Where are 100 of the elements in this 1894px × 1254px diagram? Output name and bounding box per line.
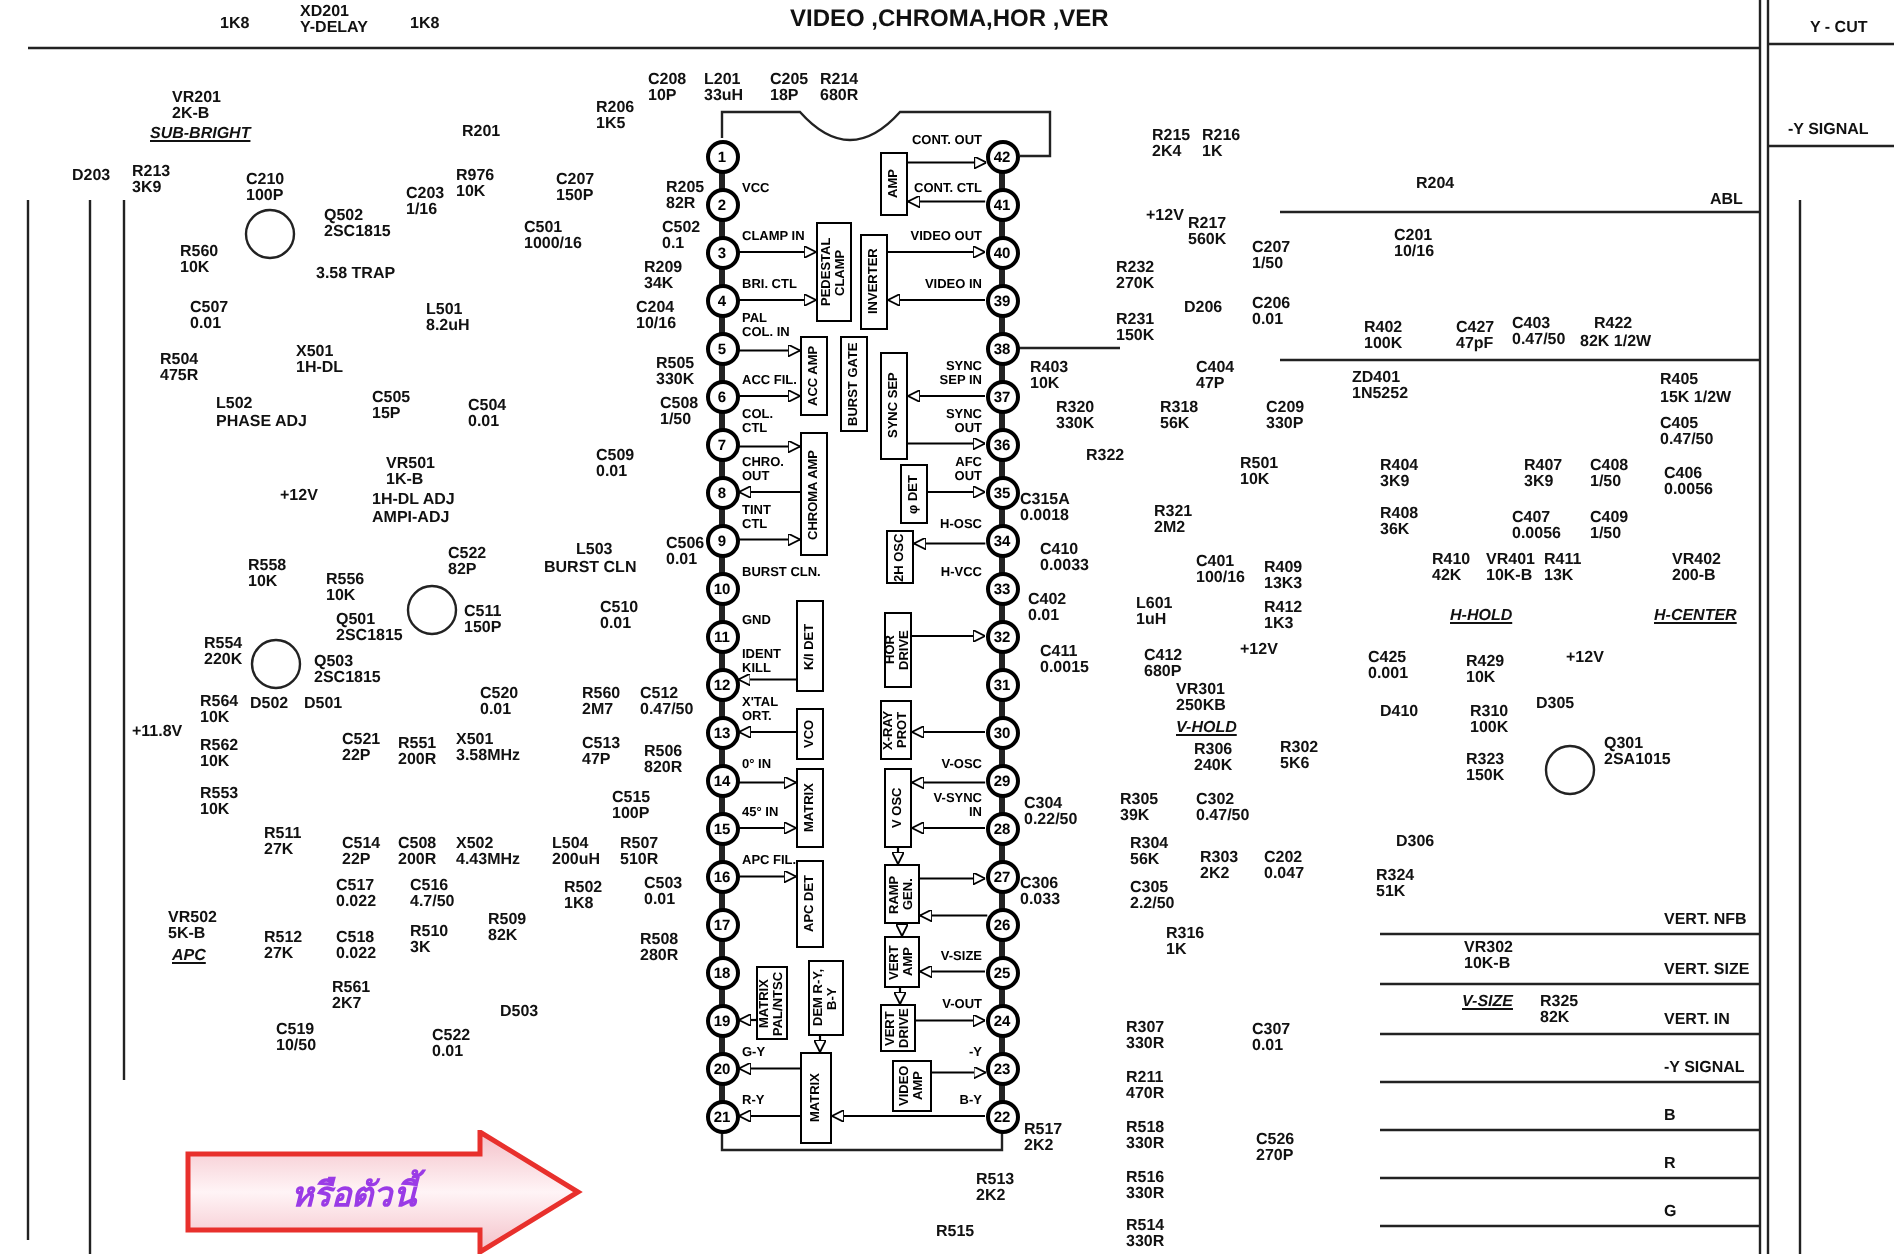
supply-voltage-label: +11.8V bbox=[132, 724, 183, 741]
component-label: R320 330K bbox=[1056, 400, 1095, 434]
component-label: Q301 2SA1015 bbox=[1604, 736, 1671, 770]
component-label: R232 270K bbox=[1116, 260, 1155, 294]
component-label: R412 1K3 bbox=[1264, 600, 1303, 634]
component-label: R514 330R bbox=[1126, 1218, 1165, 1252]
component-label: R553 10K bbox=[200, 786, 239, 820]
component-label: 1K8 bbox=[220, 16, 250, 33]
component-label: C205 18P bbox=[770, 72, 809, 106]
component-label: R410 42K bbox=[1432, 552, 1471, 586]
control-name-label: V-HOLD bbox=[1176, 720, 1237, 737]
component-label: C401 100/16 bbox=[1196, 554, 1245, 588]
component-label: C513 47P bbox=[582, 736, 621, 770]
component-label: R215 2K4 bbox=[1152, 128, 1191, 162]
component-label: R404 3K9 bbox=[1380, 458, 1419, 492]
component-label: VR502 5K-B bbox=[168, 910, 217, 944]
component-label: D503 bbox=[500, 1004, 539, 1021]
signal-arrow bbox=[932, 1065, 987, 1080]
signal-arrow bbox=[907, 389, 985, 403]
component-label: C509 0.01 bbox=[596, 448, 635, 482]
component-label: D305 bbox=[1536, 696, 1575, 713]
component-label: R318 56K bbox=[1160, 400, 1199, 434]
component-label: C508 200R bbox=[398, 836, 437, 870]
component-label: R322 bbox=[1086, 448, 1125, 465]
component-label: C522 0.01 bbox=[432, 1028, 471, 1062]
signal-arrow bbox=[916, 1013, 986, 1028]
component-label: R304 56K bbox=[1130, 836, 1169, 870]
signal-arrow bbox=[911, 775, 986, 790]
component-label: L201 33uH bbox=[704, 72, 744, 106]
component-label: R562 10K bbox=[200, 738, 239, 772]
signal-label: PHASE ADJ bbox=[216, 414, 307, 431]
component-label: C508 1/50 bbox=[660, 396, 699, 430]
component-label: R556 10K bbox=[326, 572, 365, 606]
signal-arrow bbox=[738, 485, 800, 499]
signal-arrow bbox=[738, 775, 797, 790]
callout-arrow bbox=[184, 1130, 584, 1254]
signal-label: R bbox=[1664, 1156, 1676, 1173]
component-label: C503 0.01 bbox=[644, 876, 683, 910]
component-label: R429 10K bbox=[1466, 654, 1505, 688]
component-label: R323 150K bbox=[1466, 752, 1505, 786]
callout-text: หรือตัวนี้ bbox=[224, 1166, 484, 1220]
signal-label: AMPI-ADJ bbox=[372, 510, 450, 527]
component-label: R231 150K bbox=[1116, 312, 1155, 346]
signal-arrow bbox=[831, 1109, 985, 1123]
component-label: R213 3K9 bbox=[132, 164, 171, 198]
component-label: R422 bbox=[1594, 316, 1633, 333]
signal-label: Y - CUT bbox=[1810, 20, 1868, 37]
component-label: R310 100K bbox=[1470, 704, 1509, 738]
component-label: X501 1H-DL bbox=[296, 344, 344, 378]
component-label: R517 2K2 bbox=[1024, 1122, 1063, 1156]
component-label: C307 0.01 bbox=[1252, 1022, 1291, 1056]
component-label: X502 4.43MHz bbox=[456, 836, 521, 870]
supply-voltage-label: +12V bbox=[1146, 208, 1184, 225]
component-label: R206 1K5 bbox=[596, 100, 635, 134]
component-label: VR201 2K-B bbox=[172, 90, 221, 124]
component-label: C425 0.001 bbox=[1368, 650, 1409, 684]
component-label: R409 13K3 bbox=[1264, 560, 1303, 594]
component-label: VR301 250KB bbox=[1176, 682, 1226, 716]
component-label: C521 22P bbox=[342, 732, 381, 766]
component-label: R403 10K bbox=[1030, 360, 1069, 394]
component-label: C412 680P bbox=[1144, 648, 1183, 682]
component-label: C519 10/50 bbox=[276, 1022, 317, 1056]
component-label: VR302 10K-B bbox=[1464, 940, 1513, 974]
component-label: C209 330P bbox=[1266, 400, 1305, 434]
component-label: R554 220K bbox=[204, 636, 243, 670]
component-label: R217 560K bbox=[1188, 216, 1227, 250]
component-label: C304 0.22/50 bbox=[1024, 796, 1078, 830]
component-label: C511 150P bbox=[464, 604, 502, 638]
component-label: R560 2M7 bbox=[582, 686, 621, 720]
component-label: R516 330R bbox=[1126, 1170, 1165, 1204]
component-label: R302 5K6 bbox=[1280, 740, 1319, 774]
component-label: C512 0.47/50 bbox=[640, 686, 694, 720]
component-label: D203 bbox=[72, 168, 111, 185]
component-label: R306 240K bbox=[1194, 742, 1233, 776]
component-label: R405 bbox=[1660, 372, 1699, 389]
component-label: R502 1K8 bbox=[564, 880, 603, 914]
component-label: C405 0.47/50 bbox=[1660, 416, 1714, 450]
signal-label: G bbox=[1664, 1204, 1677, 1221]
signal-arrow bbox=[912, 629, 986, 643]
signal-arrow bbox=[908, 436, 986, 451]
component-label: R201 bbox=[462, 124, 501, 141]
component-label: R976 10K bbox=[456, 168, 495, 202]
signal-arrow bbox=[738, 343, 801, 358]
signal-arrow bbox=[919, 908, 988, 923]
component-label: R321 2M2 bbox=[1154, 504, 1193, 538]
component-label: R209 34K bbox=[644, 260, 683, 294]
signal-arrow bbox=[920, 871, 987, 886]
control-name-label: APC bbox=[172, 948, 206, 965]
component-label: R411 13K bbox=[1544, 552, 1582, 586]
component-label: X501 3.58MHz bbox=[456, 732, 521, 766]
component-label: R205 82R bbox=[666, 180, 705, 214]
component-label: C210 100P bbox=[246, 172, 285, 206]
signal-label: -Y SIGNAL bbox=[1664, 1060, 1745, 1077]
supply-voltage-label: +12V bbox=[1240, 642, 1278, 659]
component-label: C208 10P bbox=[648, 72, 687, 106]
control-name-label: H-CENTER bbox=[1654, 608, 1737, 625]
component-label: D410 bbox=[1380, 704, 1419, 721]
component-label: Q503 2SC1815 bbox=[314, 654, 381, 688]
signal-arrow bbox=[738, 1109, 800, 1123]
component-label: R510 3K bbox=[410, 924, 449, 958]
